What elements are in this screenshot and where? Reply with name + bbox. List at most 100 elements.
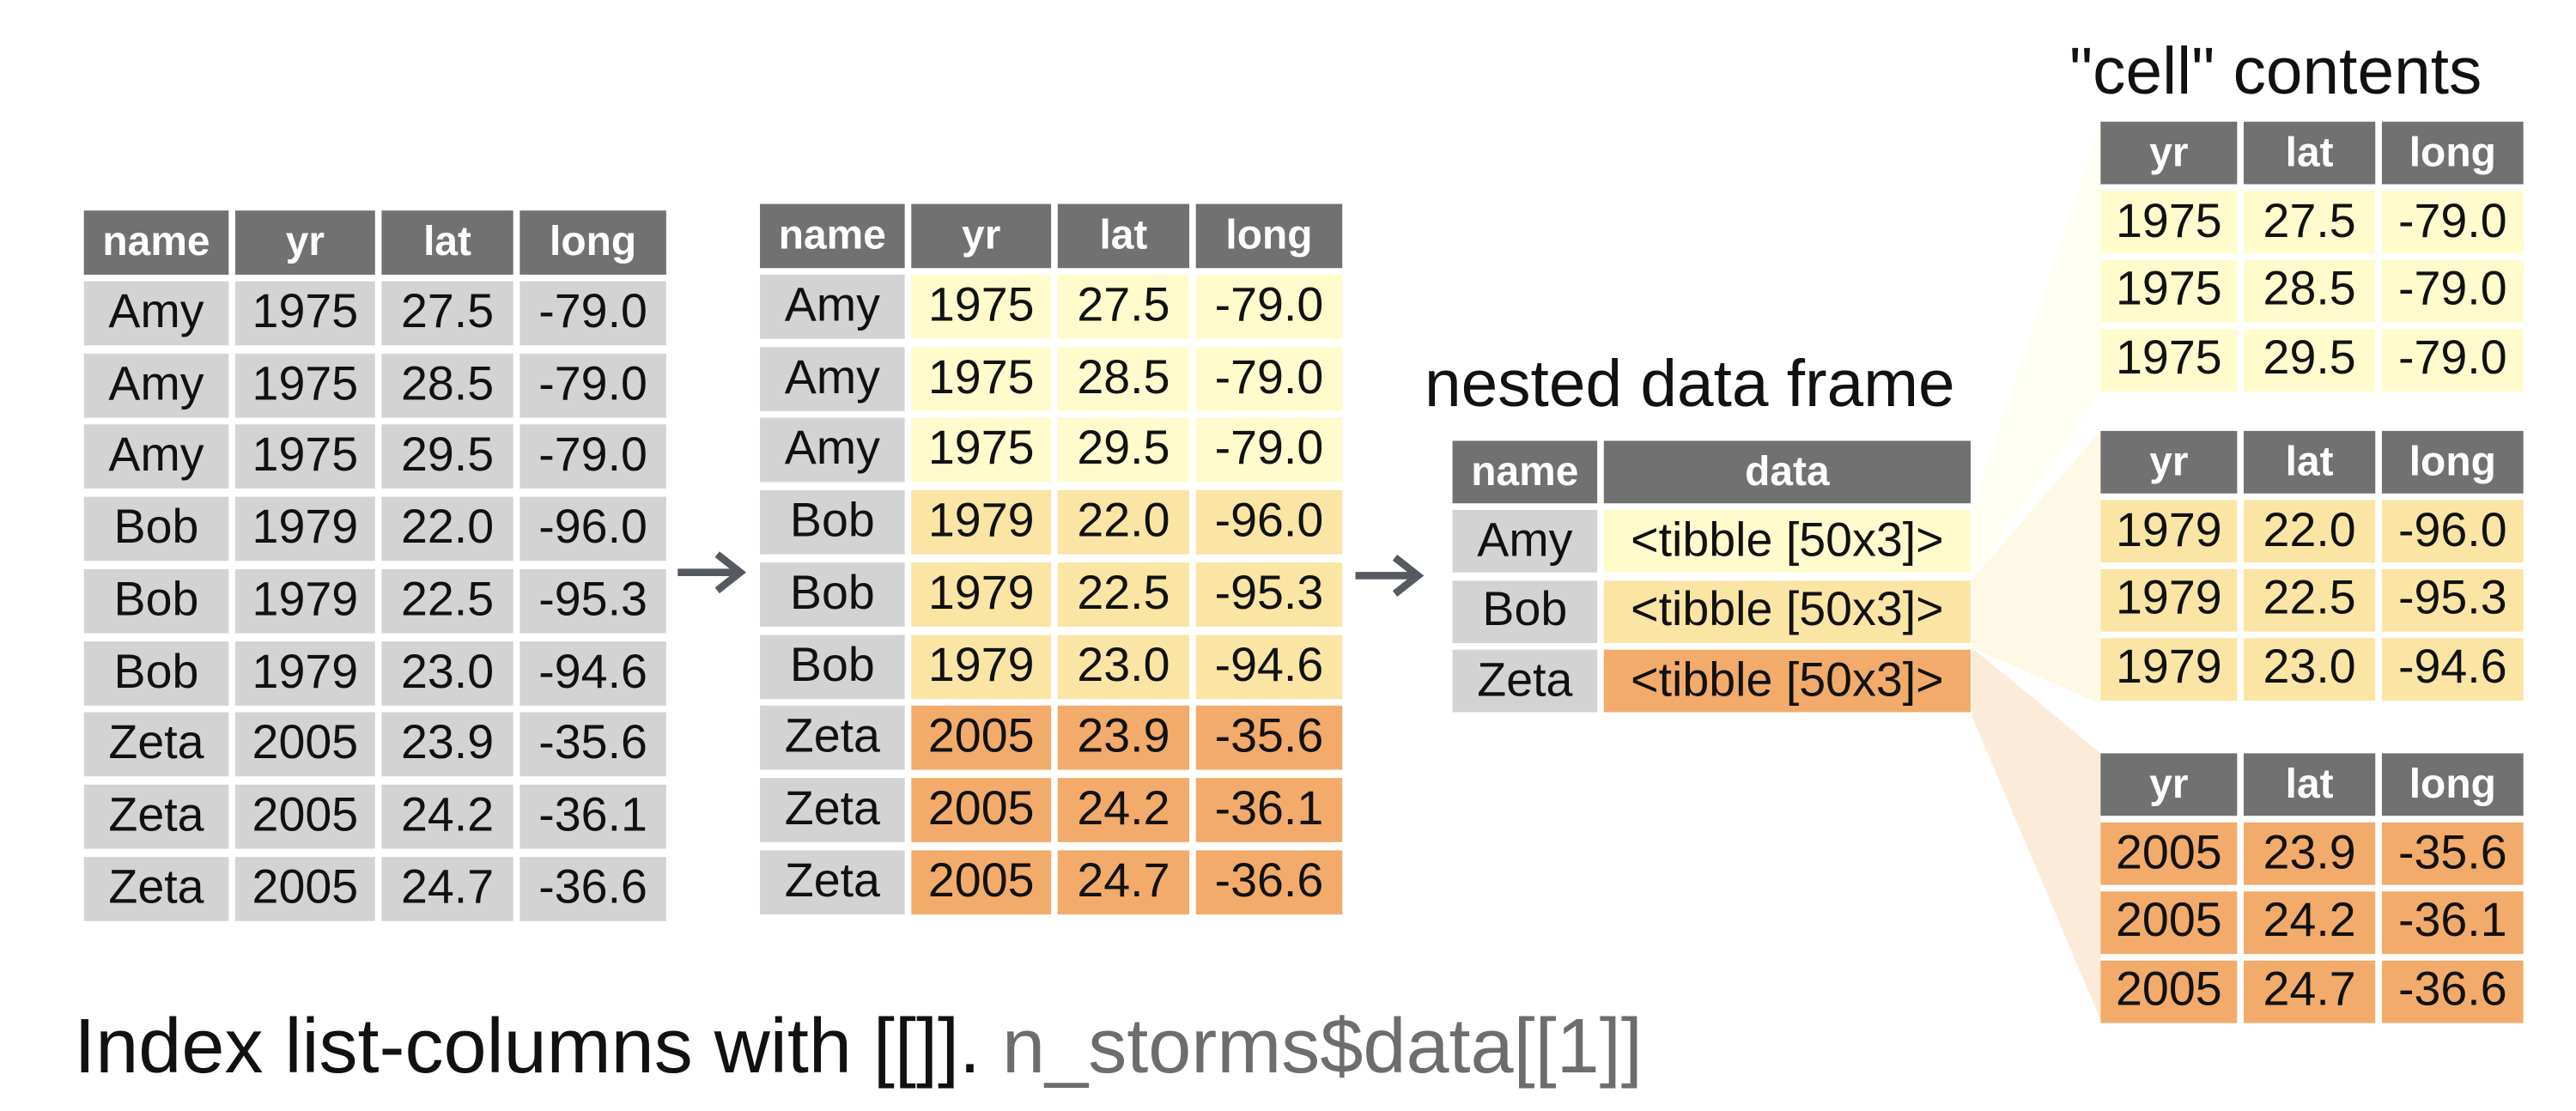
table-cell: 23.9	[381, 712, 513, 777]
column-header: long	[2381, 430, 2524, 494]
table-cell: Zeta	[1452, 650, 1598, 713]
table-cell: -79.0	[519, 281, 666, 346]
fan-connector	[1971, 647, 2101, 1020]
table-cell: -36.6	[1195, 849, 1343, 914]
table-cell: 29.5	[2244, 328, 2376, 392]
table-cell: -79.0	[1195, 418, 1343, 483]
table-cell: Bob	[760, 562, 905, 627]
table-cell: 2005	[2100, 890, 2238, 954]
table-cell: -79.0	[519, 424, 666, 489]
column-header: lat	[2244, 753, 2376, 817]
table-cell: Zeta	[760, 849, 905, 914]
table-cell: 2005	[911, 777, 1052, 842]
table-cell: Amy	[83, 281, 229, 346]
table-cell: Bob	[83, 640, 229, 705]
table-cell: -95.3	[1195, 562, 1343, 627]
column-header: lat	[2244, 121, 2376, 185]
cell-contents-title: "cell" contents	[2069, 36, 2482, 109]
column-header: name	[83, 210, 229, 275]
table-cell: Zeta	[760, 777, 905, 842]
table-cell: Amy	[760, 346, 905, 411]
column-header: long	[1195, 203, 1343, 269]
table-cell: 1979	[2100, 500, 2238, 563]
table-cell: 22.0	[2244, 500, 2376, 563]
table-cell: 22.5	[1057, 562, 1190, 627]
table-cell: Zeta	[83, 712, 229, 777]
table-cell: 22.0	[381, 496, 513, 562]
caption-main: Index list-columns with [[]].	[74, 1001, 981, 1090]
table-cell: 1975	[911, 418, 1052, 483]
table-cell: -79.0	[1195, 346, 1343, 411]
table-cell: -36.1	[1195, 777, 1343, 842]
fan-connector	[1971, 430, 2101, 704]
table-cell: 2005	[2100, 959, 2238, 1023]
table-cell: -79.0	[2381, 259, 2524, 323]
table-cell: 24.7	[2244, 959, 2376, 1023]
table-cell: 1979	[234, 496, 375, 562]
arrow-right-icon	[677, 551, 747, 594]
table-cell: -96.0	[519, 496, 666, 562]
table-cell: Bob	[1452, 580, 1598, 643]
column-header: yr	[234, 210, 375, 275]
table-cell: 2005	[911, 706, 1052, 770]
table-cell: 27.5	[2244, 191, 2376, 254]
arrow-right-icon	[1355, 555, 1425, 597]
column-header: yr	[2100, 430, 2238, 494]
table-cell: 2005	[2100, 822, 2238, 885]
table-cell: 1979	[2100, 568, 2238, 632]
table-cell: 1975	[234, 353, 375, 417]
table-cell: 22.5	[381, 568, 513, 634]
table-cell: 28.5	[2244, 259, 2376, 323]
table-cell: Amy	[760, 418, 905, 483]
table-cell: 1975	[2100, 328, 2238, 392]
table-cell: -96.0	[2381, 500, 2524, 563]
table-cell: -95.3	[519, 568, 666, 634]
column-header: lat	[2244, 430, 2376, 494]
table-cell: -96.0	[1195, 490, 1343, 555]
table-cell: 1979	[911, 634, 1052, 699]
column-header: name	[760, 203, 905, 269]
table-cell: -35.6	[1195, 706, 1343, 770]
table-cell: Zeta	[83, 784, 229, 849]
table-cell: 23.0	[1057, 634, 1190, 699]
table-cell: -79.0	[2381, 191, 2524, 254]
table-cell: 2005	[911, 849, 1052, 914]
table-cell: 27.5	[381, 281, 513, 346]
table-cell: 29.5	[1057, 418, 1190, 483]
table-cell: 28.5	[381, 353, 513, 417]
column-header: yr	[2100, 121, 2238, 185]
tibble-cell: <tibble [50x3]>	[1603, 650, 1971, 713]
table-cell: 29.5	[381, 424, 513, 489]
table-cell: 2005	[234, 712, 375, 777]
table-cell: -36.6	[2381, 959, 2524, 1023]
table-cell: 2005	[234, 856, 375, 921]
caption-code: n_storms$data[[1]]	[1002, 1001, 1643, 1090]
table-cell: -79.0	[2381, 328, 2524, 392]
table-cell: Bob	[83, 496, 229, 562]
table-cell: 24.2	[381, 784, 513, 849]
table-cell: 24.7	[1057, 849, 1190, 914]
tibble-cell: <tibble [50x3]>	[1603, 580, 1971, 643]
table-cell: 1979	[234, 640, 375, 705]
column-header: lat	[381, 210, 513, 275]
table-cell: 22.0	[1057, 490, 1190, 555]
table-cell: 1975	[234, 424, 375, 489]
table-cell: 2005	[234, 784, 375, 849]
table-cell: -35.6	[2381, 822, 2524, 885]
table-cell: Zeta	[83, 856, 229, 921]
table-cell: -35.6	[519, 712, 666, 777]
table-cell: -94.6	[1195, 634, 1343, 699]
table-cell: 1975	[234, 281, 375, 346]
table-cell: 1979	[911, 490, 1052, 555]
table-cell: 24.2	[1057, 777, 1190, 842]
table-cell: 1979	[2100, 637, 2238, 701]
column-header: long	[2381, 753, 2524, 817]
table-cell: 23.9	[2244, 822, 2376, 885]
column-header: yr	[911, 203, 1052, 269]
table-cell: Zeta	[760, 706, 905, 770]
table-cell: -36.1	[2381, 890, 2524, 954]
table-cell: 1975	[911, 346, 1052, 411]
table-cell: -95.3	[2381, 568, 2524, 632]
